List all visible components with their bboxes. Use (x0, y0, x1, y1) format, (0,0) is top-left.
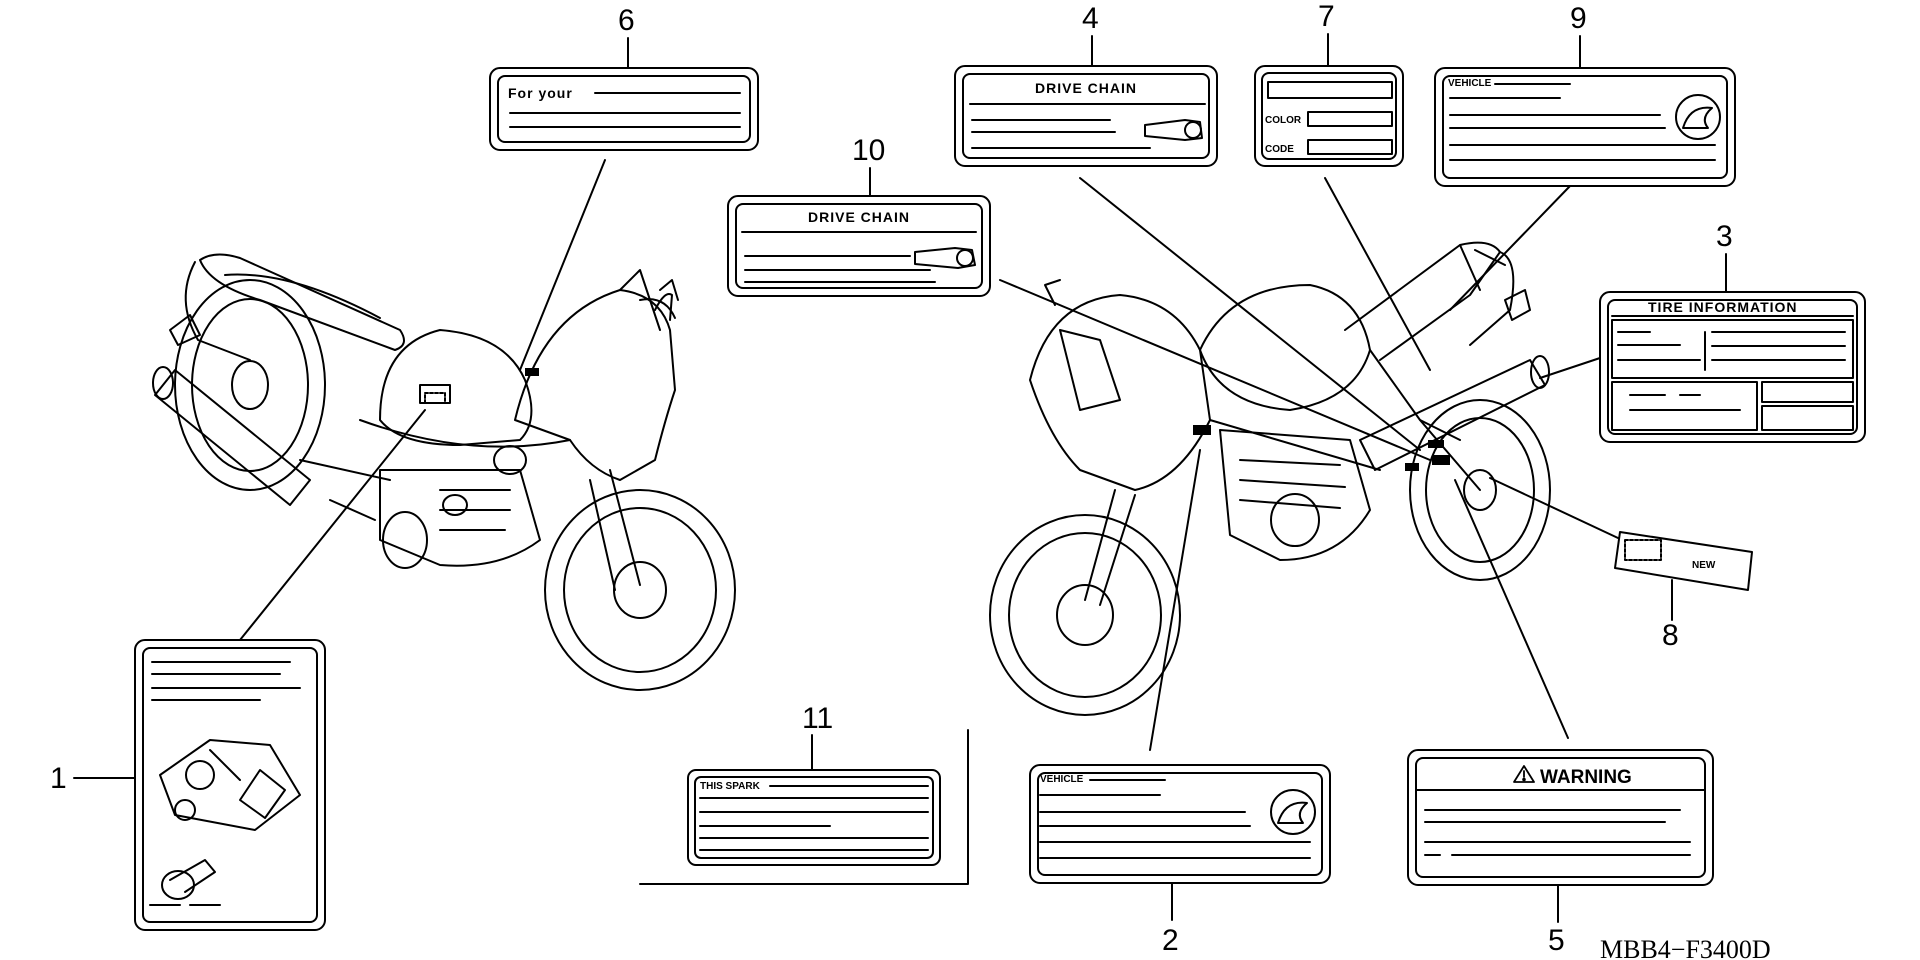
label-7-color: COLOR (1265, 115, 1302, 126)
label-10-drive-chain: DRIVE CHAIN (727, 195, 991, 297)
label-9-vehicle: VEHICLE (1448, 78, 1492, 89)
callout-6: 6 (618, 4, 635, 37)
label-5-warning-text: WARNING (1540, 767, 1632, 788)
right-motorcycle-illustration (989, 241, 1551, 716)
label-11-text: THIS SPARK (700, 781, 761, 792)
left-motorcycle-illustration (152, 253, 736, 691)
label-2-vehicle: VEHICLE (1040, 774, 1084, 785)
label-3-tire-information: TIRE INFORMATION (1599, 291, 1866, 443)
callout-8: 8 (1662, 619, 1679, 652)
label-8-new: NEW (1692, 560, 1716, 571)
callout-2: 2 (1162, 924, 1179, 957)
label-8-new: NEW (1614, 531, 1753, 591)
label-6-text: For your (508, 85, 573, 101)
label-4-drive-chain: DRIVE CHAIN (954, 65, 1218, 167)
callout-9: 9 (1570, 2, 1587, 35)
label-4-title: DRIVE CHAIN (1035, 80, 1137, 96)
label-10-title: DRIVE CHAIN (808, 209, 910, 225)
part-code: MBB4−F3400D (1600, 935, 1771, 960)
label-6-for-your: For your (489, 67, 759, 151)
callout-3: 3 (1716, 220, 1733, 253)
label-7-color-code: COLOR CODE (1254, 65, 1404, 167)
callout-10: 10 (852, 134, 885, 167)
label-11-this-spark: THIS SPARK (687, 769, 941, 866)
callout-11: 11 (802, 702, 833, 735)
callout-1: 1 (50, 762, 67, 795)
label-2-vehicle: VEHICLE (1029, 764, 1331, 884)
callout-5: 5 (1548, 924, 1565, 957)
label-5-warning: WARNING (1407, 749, 1714, 886)
label-1-illustration (134, 639, 326, 931)
warning-triangle-icon (1513, 765, 1535, 783)
label-7-code: CODE (1265, 144, 1294, 155)
callout-4: 4 (1082, 2, 1099, 35)
callout-7: 7 (1318, 0, 1335, 33)
label-3-title: TIRE INFORMATION (1648, 299, 1798, 315)
label-9-vehicle: VEHICLE (1434, 67, 1736, 187)
